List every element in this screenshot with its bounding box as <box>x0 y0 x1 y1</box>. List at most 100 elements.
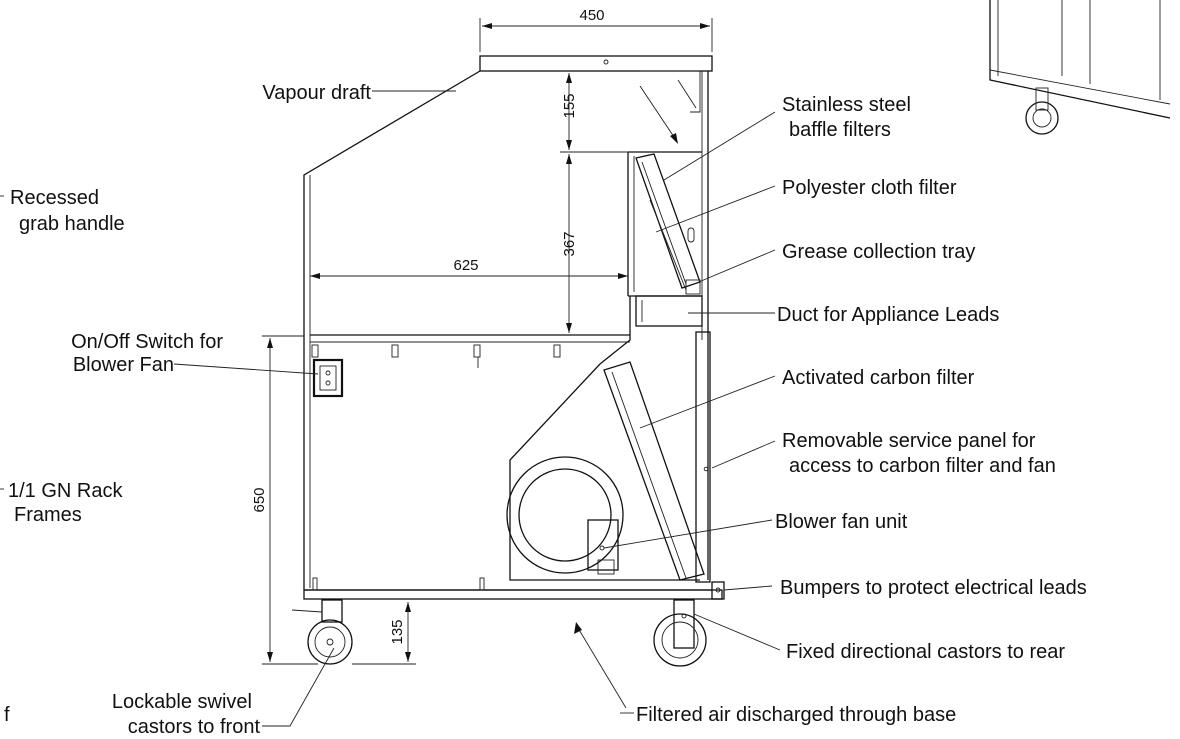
label-recessed-line2: grab handle <box>19 213 125 235</box>
blower-impeller <box>518 468 612 562</box>
label-baffle-line2: baffle filters <box>789 119 891 141</box>
label-bumpers: Bumpers to protect electrical leads <box>780 577 1087 599</box>
leader-onoff <box>173 363 319 375</box>
rear-castor-hub <box>661 621 699 659</box>
leader-bumpers <box>723 585 773 591</box>
base-bracket-2 <box>479 577 485 591</box>
inset-rail <box>989 69 1171 105</box>
leader-lockable <box>262 647 335 727</box>
front-castor-brake <box>291 609 323 613</box>
deflector <box>640 70 701 113</box>
front-castor-fork <box>321 599 343 623</box>
service-panel-screw <box>703 466 709 472</box>
dim-625-arrow-l <box>310 273 320 279</box>
inset-frame <box>989 0 1171 119</box>
dim-625-arrow-r <box>618 273 628 279</box>
inset-fork <box>1035 87 1049 111</box>
front-castor-axle <box>326 638 334 646</box>
arrow-vapour <box>639 85 677 141</box>
label-rack-line2: Frames <box>14 504 82 526</box>
dim-367-arrow-b <box>566 323 572 333</box>
cloth-filter <box>649 199 687 291</box>
dim-155-arrow-t <box>566 73 572 83</box>
label-grease: Grease collection tray <box>782 241 975 263</box>
inset-wheel-hub <box>1032 108 1052 128</box>
label-fixed-castors: Fixed directional castors to rear <box>786 641 1065 663</box>
dim-650-arrow-b <box>267 652 273 662</box>
label-rack-line1: 1/1 GN Rack <box>8 480 123 502</box>
label-service-line1: Removable service panel for <box>782 430 1036 452</box>
label-blower: Blower fan unit <box>775 511 908 533</box>
front-castor-hub <box>314 626 346 658</box>
front-castor-wheel <box>307 619 353 665</box>
inset-wheel <box>1025 101 1059 135</box>
leader-service <box>711 440 776 469</box>
dim-155-arrow-b <box>566 140 572 150</box>
switch-led-bottom <box>325 380 331 386</box>
dim-155-text: 155 <box>561 93 578 118</box>
leader-polyester <box>655 185 776 233</box>
dim-135-arrow-b <box>405 652 411 662</box>
switch-led-top <box>325 370 331 376</box>
cabinet-body <box>303 55 725 600</box>
label-baffle-line1: Stainless steel <box>782 94 911 116</box>
rear-handle <box>687 227 695 243</box>
leader-baffle <box>663 111 776 181</box>
leader-fixed-castors <box>693 613 781 651</box>
duct <box>635 295 703 327</box>
dim-367-text: 367 <box>561 231 578 256</box>
rear-bumper <box>711 581 725 600</box>
baffle-filter-detail <box>641 161 687 285</box>
arrow-filtered-air <box>577 627 627 709</box>
front-wall <box>303 70 481 590</box>
dim-450-arrow-l <box>482 23 492 29</box>
arrow-filtered-air-head <box>574 622 582 634</box>
blower-motor <box>587 519 619 571</box>
rack-bracket-1 <box>391 344 399 358</box>
top-plate-screw <box>603 59 609 65</box>
rear-castor <box>653 599 707 667</box>
dim-625-text: 625 <box>453 257 478 274</box>
label-carbon: Activated carbon filter <box>782 367 975 389</box>
label-recessed-line1: Recessed <box>10 187 99 209</box>
leader-grease <box>693 249 776 285</box>
blower-housing <box>506 456 624 574</box>
rack-bracket-3 <box>553 344 561 358</box>
leader-blower <box>603 519 773 549</box>
grease-tray <box>685 279 701 295</box>
arrow-vapour-head <box>670 133 678 144</box>
label-duct: Duct for Appliance Leads <box>777 304 999 326</box>
dim-650-text: 650 <box>251 487 268 512</box>
base-frame <box>303 589 723 600</box>
service-panel <box>695 331 711 583</box>
deflector-vane <box>677 79 697 109</box>
dim-135-text: 135 <box>389 619 406 644</box>
filter-compartment <box>506 151 711 583</box>
top-plate <box>479 55 713 72</box>
label-vapour-draft: Vapour draft <box>262 82 371 104</box>
switch-frame <box>312 358 344 398</box>
dim-450-text: 450 <box>579 7 604 24</box>
blower-marker <box>599 545 605 551</box>
inset-view <box>989 0 1171 135</box>
label-edge-fragment: f <box>4 704 10 726</box>
switch-body <box>319 365 337 391</box>
dim-367-arrow-t <box>566 154 572 164</box>
label-onoff-line1: On/Off Switch for <box>71 331 223 353</box>
rack-bracket-0 <box>311 344 319 358</box>
bumper-bolt <box>715 587 721 593</box>
label-lockable-line1: Lockable swivel <box>112 691 252 713</box>
label-onoff-line2: Blower Fan <box>73 354 174 376</box>
labels: Vapour draft Stainless steel baffle filt… <box>4 82 1087 738</box>
leader-carbon <box>639 375 776 429</box>
rear-castor-bolt <box>681 613 687 619</box>
carbon-filter <box>603 361 705 581</box>
blower-outlet <box>597 559 615 575</box>
rack-bracket-2 <box>473 344 481 358</box>
dim-650-arrow-t <box>267 338 273 348</box>
dimensions: 450 155 367 625 650 135 <box>251 7 713 665</box>
label-filtered-air: Filtered air discharged through base <box>636 704 956 726</box>
dim-135-arrow-t <box>405 602 411 612</box>
